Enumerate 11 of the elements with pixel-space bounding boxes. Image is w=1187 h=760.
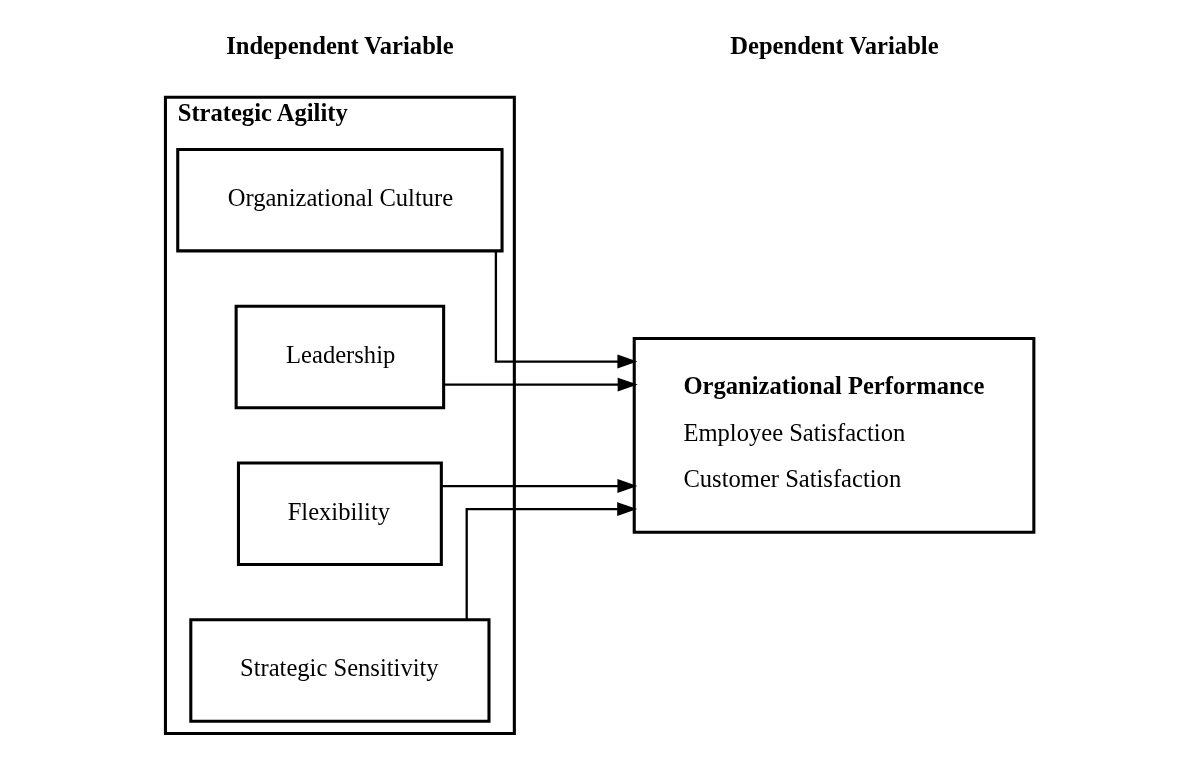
node-box: Strategic Sensitivity	[189, 618, 491, 723]
node-box: Leadership	[234, 304, 446, 410]
node-box: Flexibility	[236, 461, 443, 566]
label: Independent Variable	[226, 31, 454, 59]
arrow	[441, 479, 638, 494]
arrow	[444, 377, 638, 392]
node-box: Organizational Culture	[176, 147, 504, 253]
node-box: Organizational Performance Employee Satisfaction Customer Satisfaction	[632, 336, 1036, 534]
arrow	[465, 502, 638, 620]
arrow	[494, 251, 638, 369]
label: Dependent Variable	[730, 31, 939, 59]
